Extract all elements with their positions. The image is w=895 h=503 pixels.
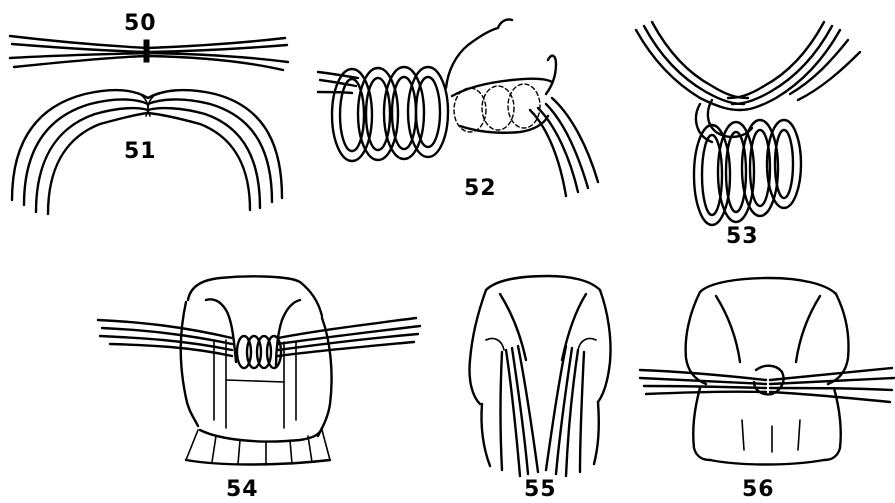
figure-56-garment-tied: 56 bbox=[640, 278, 894, 502]
figure-number-52: 52 bbox=[464, 176, 497, 201]
figure-53-hanging-coils: 53 bbox=[636, 22, 860, 249]
figure-number-51: 51 bbox=[124, 139, 157, 164]
figure-52-winding-coils: 52 bbox=[318, 19, 598, 201]
figure-number-54: 54 bbox=[226, 477, 259, 502]
figure-number-56: 56 bbox=[742, 477, 775, 502]
figure-54-folded-garment: 54 bbox=[98, 276, 420, 502]
figure-51-arched-bundle: 51 bbox=[12, 90, 282, 214]
figure-50-tied-bundle: 50 bbox=[10, 11, 288, 70]
figure-55-garment-strands: 55 bbox=[469, 276, 610, 502]
figure-number-55: 55 bbox=[524, 477, 557, 502]
figure-number-53: 53 bbox=[726, 224, 759, 249]
figure-number-50: 50 bbox=[124, 11, 157, 36]
